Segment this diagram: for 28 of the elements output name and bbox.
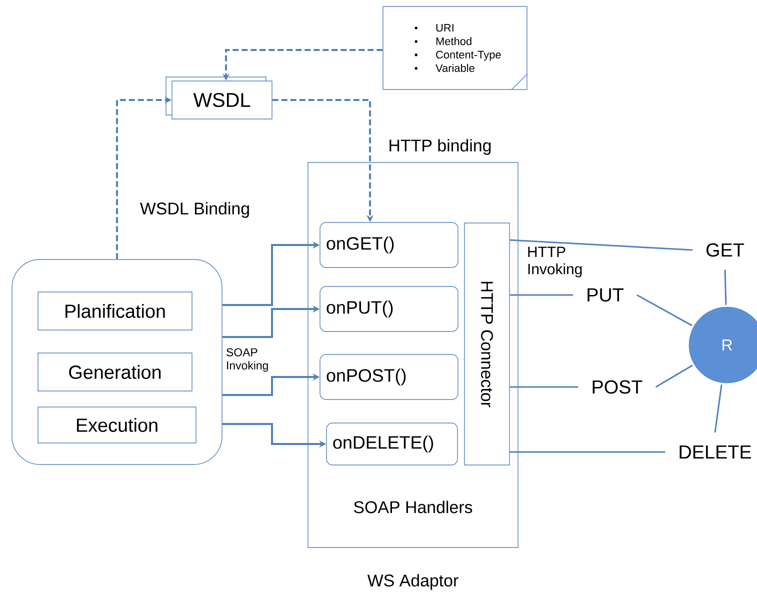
method-label: POST [592, 380, 642, 394]
method-label: DELETE [680, 446, 751, 458]
module-box: Generation [38, 352, 192, 392]
component-group [12, 259, 222, 465]
node-label: WS Adaptor [367, 574, 458, 590]
connector-line [636, 294, 692, 326]
annotation-label: HTTP Invoking [528, 246, 582, 278]
connector-line [510, 294, 574, 296]
handler-box: onPOST() [320, 354, 458, 400]
connector-line [510, 239, 693, 251]
handler-box: onGET() [320, 222, 458, 268]
connector-box: HTTP Connector [464, 222, 510, 466]
module-box: Execution [38, 406, 196, 444]
document-box: WSDL [166, 76, 272, 120]
connector-line [714, 384, 722, 433]
connector-line [655, 364, 693, 388]
handler-box: onPUT() [320, 286, 458, 332]
annotation-label: WSDL Binding [140, 202, 249, 218]
connector-line [510, 386, 578, 388]
handler-box: onDELETE() [326, 422, 458, 466]
module-box: Planification [38, 292, 192, 330]
method-label: GET [706, 243, 744, 257]
connector-line [724, 270, 727, 306]
annotation-label: SOAP Invoking [226, 348, 268, 372]
annotation-label: HTTP binding [390, 139, 491, 155]
note-card: URI Method Content-Type Variable [382, 6, 528, 90]
connector-line [510, 451, 666, 453]
method-label: PUT [588, 288, 624, 302]
